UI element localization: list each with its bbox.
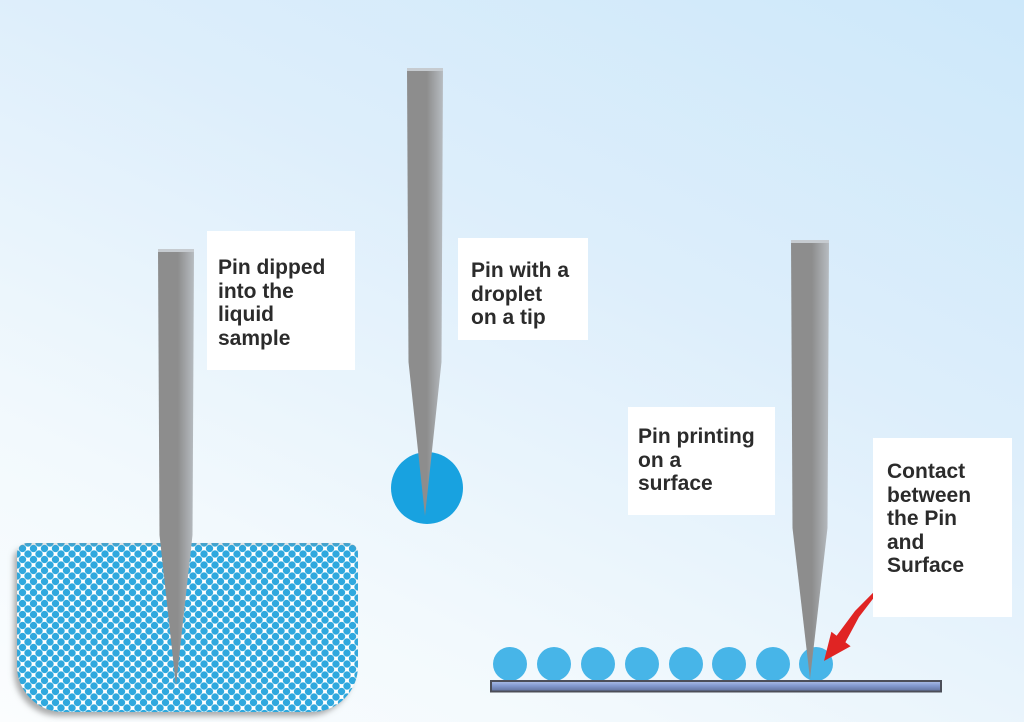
printed-droplet [625, 647, 659, 681]
label-pin-printing: Pin printing on a surface [628, 407, 775, 515]
pin-with-droplet [407, 68, 443, 516]
pin-printing [791, 240, 829, 679]
pin-dipped [158, 249, 194, 686]
pin-dipped-top-cap [158, 249, 194, 252]
printed-droplet [669, 647, 703, 681]
contact-arrow [824, 590, 879, 661]
label-pin-with-droplet: Pin with a droplet on a tip [458, 238, 588, 340]
pin-with-droplet-top-cap [407, 68, 443, 71]
printed-droplet [537, 647, 571, 681]
printed-droplet [493, 647, 527, 681]
label-contact-between-pin-and-surface: Contact between the Pin and Surface [873, 438, 1012, 617]
printing-surface-bar [490, 680, 942, 693]
printed-droplet [712, 647, 746, 681]
label-pin-dipped: Pin dipped into the liquid sample [207, 231, 355, 370]
printed-droplet [581, 647, 615, 681]
printed-droplet [756, 647, 790, 681]
printed-droplet-row [493, 647, 833, 681]
pin-printing-top-cap [791, 240, 829, 243]
